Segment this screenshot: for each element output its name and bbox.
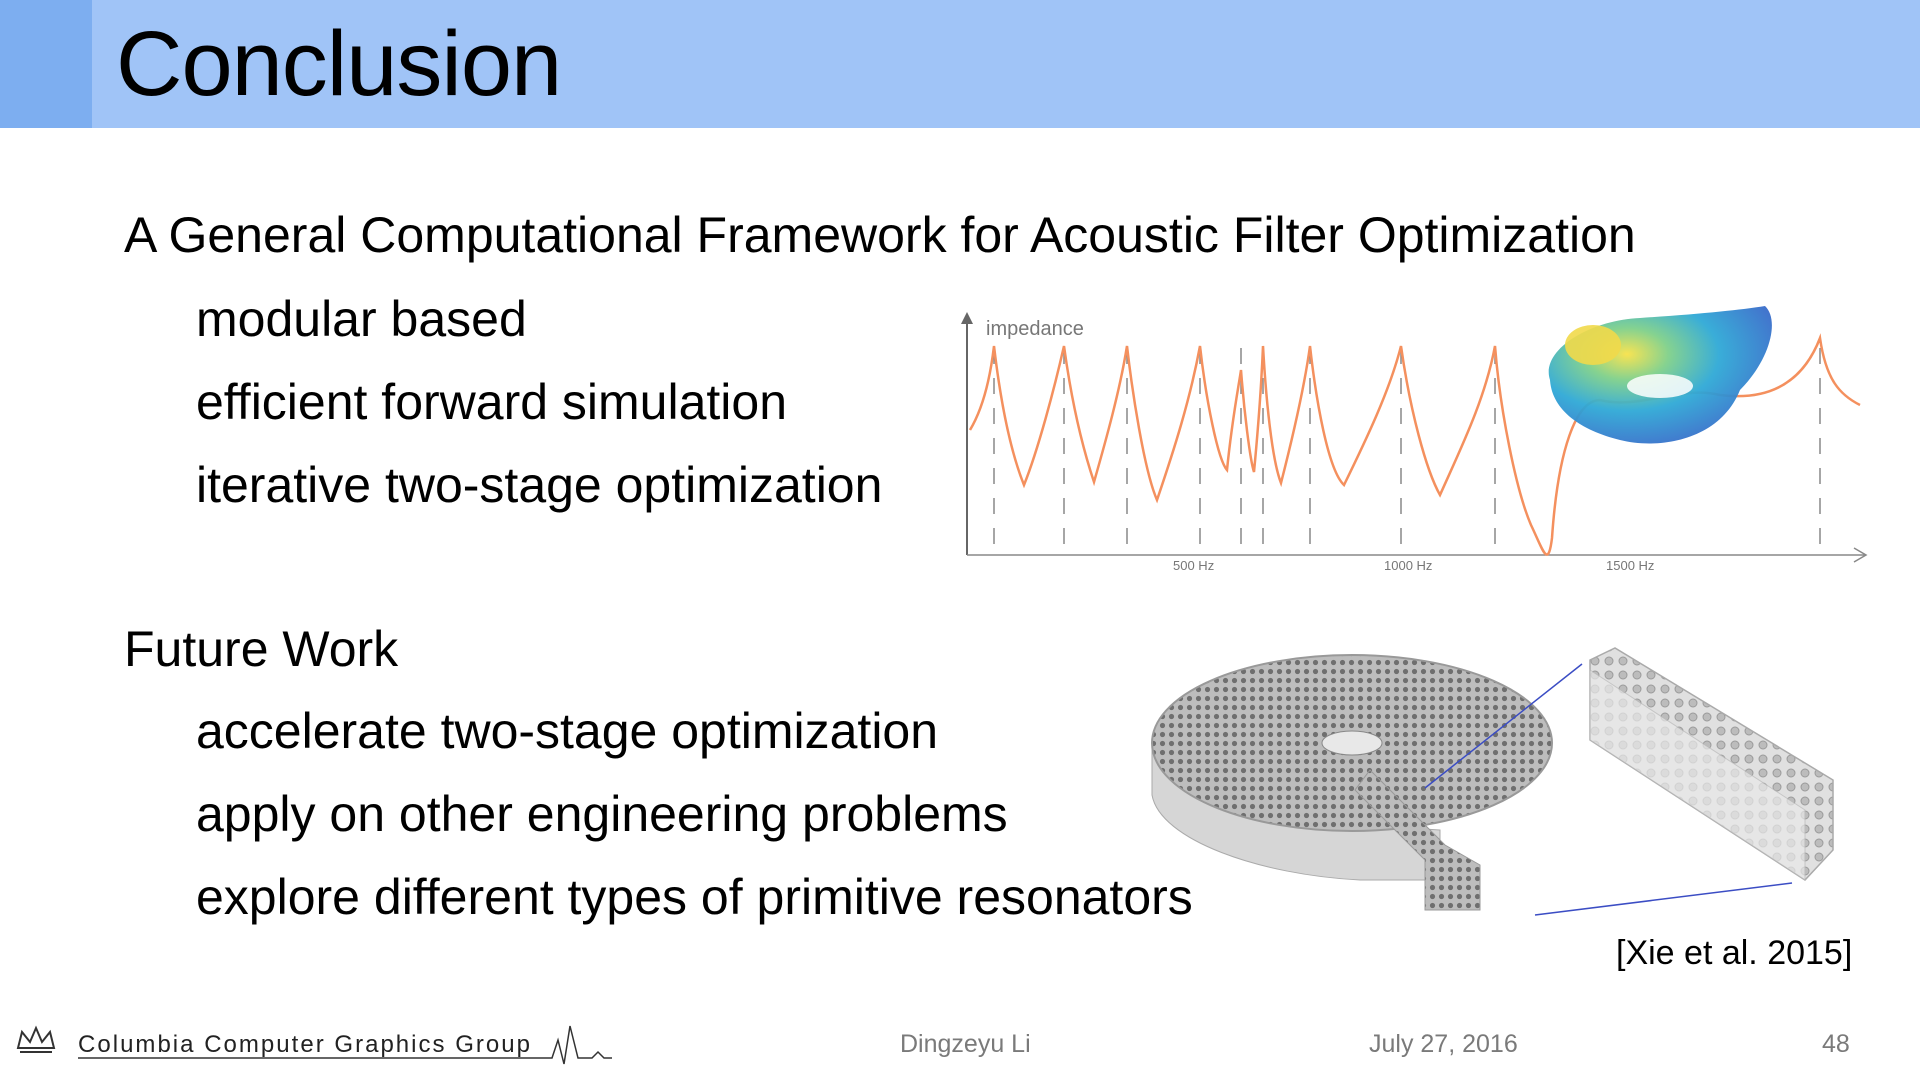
footer-author: Dingzeyu Li	[900, 1030, 1031, 1058]
bullet-primitive-resonators: explore different types of primitive res…	[196, 869, 1193, 925]
section-heading-future-work: Future Work	[124, 621, 399, 677]
citation: [Xie et al. 2015]	[1616, 934, 1853, 972]
impedance-curve	[968, 333, 1861, 556]
section-heading-framework: A General Computational Framework for Ac…	[124, 207, 1636, 263]
toroidal-resonator-image	[1548, 306, 1772, 444]
page-number: 48	[1822, 1030, 1850, 1058]
logo-text: Columbia Computer Graphics Group	[78, 1031, 530, 1058]
crown-icon	[16, 1025, 56, 1053]
tick-label-1000: 1000 Hz	[1384, 558, 1432, 573]
slide-title: Conclusion	[116, 13, 562, 115]
tick-label-500: 500 Hz	[1173, 558, 1214, 573]
bullet-accelerate: accelerate two-stage optimization	[196, 703, 939, 759]
columbia-graphics-logo: Columbia Computer Graphics Group	[16, 1025, 612, 1065]
footer-date: July 27, 2016	[1369, 1030, 1518, 1058]
title-bar	[0, 0, 1920, 128]
bullet-two-stage-optimization: iterative two-stage optimization	[196, 457, 883, 513]
tick-label-1500: 1500 Hz	[1606, 558, 1654, 573]
bullet-modular-based: modular based	[196, 291, 527, 347]
title-bar-accent	[0, 0, 92, 128]
resonator-array-image	[1151, 647, 1834, 916]
bullet-forward-simulation: efficient forward simulation	[196, 374, 788, 430]
y-axis-arrow	[961, 312, 973, 324]
waveform-icon	[532, 1025, 612, 1065]
bullet-other-problems: apply on other engineering problems	[196, 786, 1008, 842]
x-axis-arrow	[1853, 547, 1868, 563]
impedance-plot: impedance 500 Hz 1000 Hz 1500 Hz	[961, 306, 1868, 573]
y-axis-label: impedance	[986, 318, 1084, 340]
